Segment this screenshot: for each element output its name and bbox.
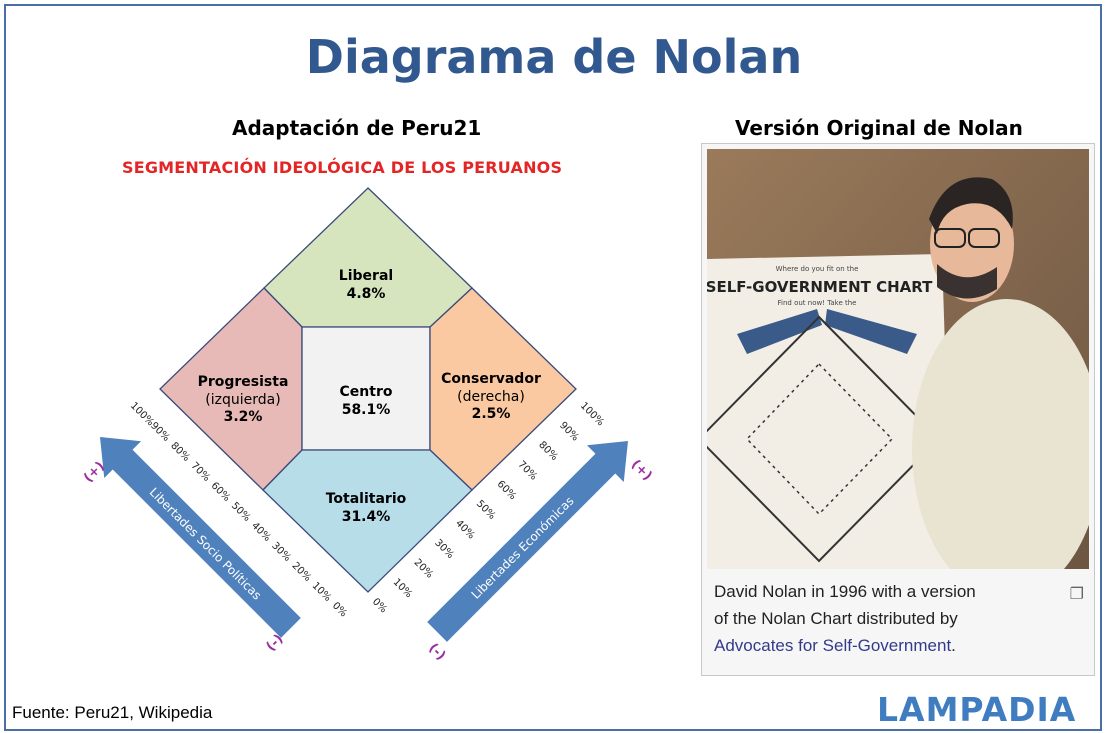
left-scale-tick-label: 10% (310, 580, 334, 604)
conservador-value: 2.5% (472, 406, 511, 422)
right-scale-tick-label: 60% (495, 479, 519, 503)
right-plus: (+) (628, 457, 655, 484)
left-heading: Adaptación de Peru21 (232, 116, 482, 140)
right-minus: (-) (425, 641, 448, 664)
slide-frame (4, 4, 1102, 731)
photo-caption: David Nolan in 1996 with a version of th… (714, 578, 1074, 659)
caption-link[interactable]: Advocates for Self-Government (714, 636, 952, 655)
right-scale-tick-label: 50% (474, 498, 498, 522)
enlarge-icon[interactable]: ❐ (1069, 586, 1084, 603)
left-scale-tick-label: 60% (209, 480, 233, 504)
photo-card: Where do you fit on the SELF-GOVERNMENT … (701, 143, 1095, 676)
left-scale-tick-label: 20% (289, 560, 313, 584)
slide-title: Diagrama de Nolan (305, 30, 803, 84)
progresista-label: Progresista (198, 374, 289, 390)
left-scale-tick-label: 50% (229, 500, 253, 524)
right-scale-tick-label: 20% (411, 557, 435, 581)
caption-line2: of the Nolan Chart distributed by (714, 609, 958, 628)
photo-chart-line1: Where do you fit on the (776, 265, 859, 273)
right-scale-tick-label: 0% (370, 596, 389, 615)
left-scale-tick-label: 40% (249, 520, 273, 544)
progresista-label2: (izquierda) (205, 392, 280, 408)
conservador-label2: (derecha) (457, 389, 525, 405)
progresista-value: 3.2% (224, 409, 263, 425)
left-scale-tick-label: 90% (148, 420, 172, 444)
photo-chart-title: SELF-GOVERNMENT CHART (707, 278, 933, 296)
left-scale-tick-label: 0% (330, 600, 349, 619)
caption-end: . (951, 636, 956, 655)
source-note: Fuente: Peru21, Wikipedia (12, 703, 213, 722)
right-scale-tick-label: 90% (557, 420, 581, 444)
caption-line1: David Nolan in 1996 with a version (714, 582, 976, 601)
right-scale-tick-label: 80% (536, 440, 560, 464)
totalitario-label: Totalitario (326, 491, 407, 507)
centro-value: 58.1% (342, 402, 391, 418)
lampadia-logo: LAMPADIA (877, 690, 1077, 729)
photo-illustration: Where do you fit on the SELF-GOVERNMENT … (707, 149, 1089, 569)
left-arrow-label: Libertades Socio Políticas (147, 485, 265, 603)
right-scale-tick-label: 70% (515, 459, 539, 483)
region-totalitario (262, 449, 473, 593)
right-scale-tick-label: 30% (432, 538, 456, 562)
right-scale-tick-label: 10% (391, 577, 415, 601)
centro-label: Centro (340, 384, 393, 400)
conservador-label: Conservador (441, 371, 541, 387)
photo-chart-line2: Find out now! Take the (778, 299, 857, 307)
right-heading: Versión Original de Nolan (735, 116, 1023, 140)
segment-title: SEGMENTACIÓN IDEOLÓGICA DE LOS PERUANOS (122, 158, 563, 177)
right-scale-tick-label: 40% (453, 518, 477, 542)
region-liberal (263, 187, 473, 328)
liberal-value: 4.8% (347, 286, 386, 302)
left-scale-tick-label: 70% (188, 460, 212, 484)
left-scale-tick-label: 30% (269, 540, 293, 564)
left-scale-tick-label: 80% (168, 440, 192, 464)
nolan-photo: Where do you fit on the SELF-GOVERNMENT … (707, 149, 1089, 569)
liberal-label: Liberal (339, 268, 393, 284)
totalitario-value: 31.4% (342, 509, 391, 525)
right-scale-tick-label: 100% (578, 400, 606, 428)
